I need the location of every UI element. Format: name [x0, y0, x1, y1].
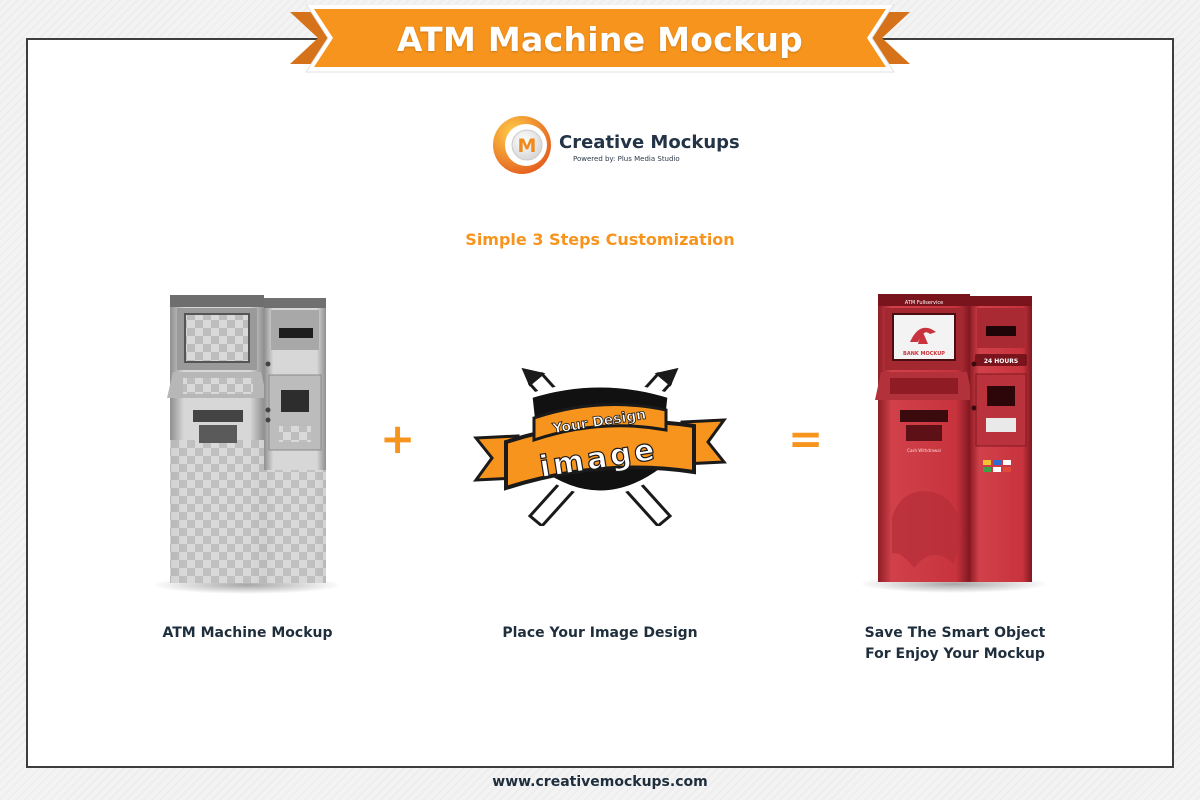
creative-mockups-logo-icon: M [493, 116, 551, 174]
logo-tagline: Powered by: Plus Media Studio [573, 155, 680, 163]
logo-letter: M [518, 135, 537, 157]
atm-slot-text: Cash Withdrawal [907, 448, 941, 453]
ribbon-banner-icon [290, 4, 910, 73]
step-one-caption: ATM Machine Mockup [162, 625, 333, 641]
shield-with-pencils-icon: Your Design image [472, 367, 728, 526]
atm-result-image: ATM Fullservice BANK MOCKUP Cash Withdra… [862, 294, 1046, 593]
atm-header-text: ATM Fullservice [905, 300, 943, 306]
step-two-caption: Place Your Image Design [502, 625, 698, 641]
atm-hours-badge: 24 HOURS [984, 358, 1018, 365]
plus-operator: + [380, 414, 416, 463]
logo-brand-name: Creative Mockups [559, 132, 740, 153]
step-three-caption-line-2: For Enjoy Your Mockup [865, 646, 1045, 662]
steps-subtitle: Simple 3 Steps Customization [465, 230, 735, 249]
footer-website-url: www.creativemockups.com [492, 774, 708, 790]
step-three-caption-line-1: Save The Smart Object [864, 625, 1046, 641]
atm-template-image [155, 295, 339, 594]
creative-mockups-logo: M Creative Mockups Powered by: Plus Medi… [490, 112, 740, 178]
step-three-caption: Save The Smart Object For Enjoy Your Moc… [820, 623, 1090, 665]
atm-screen-text: BANK MOCKUP [903, 351, 945, 357]
title-banner: ATM Machine Mockup [290, 4, 910, 74]
equals-operator: = [788, 414, 824, 463]
page-title: ATM Machine Mockup [396, 19, 804, 59]
